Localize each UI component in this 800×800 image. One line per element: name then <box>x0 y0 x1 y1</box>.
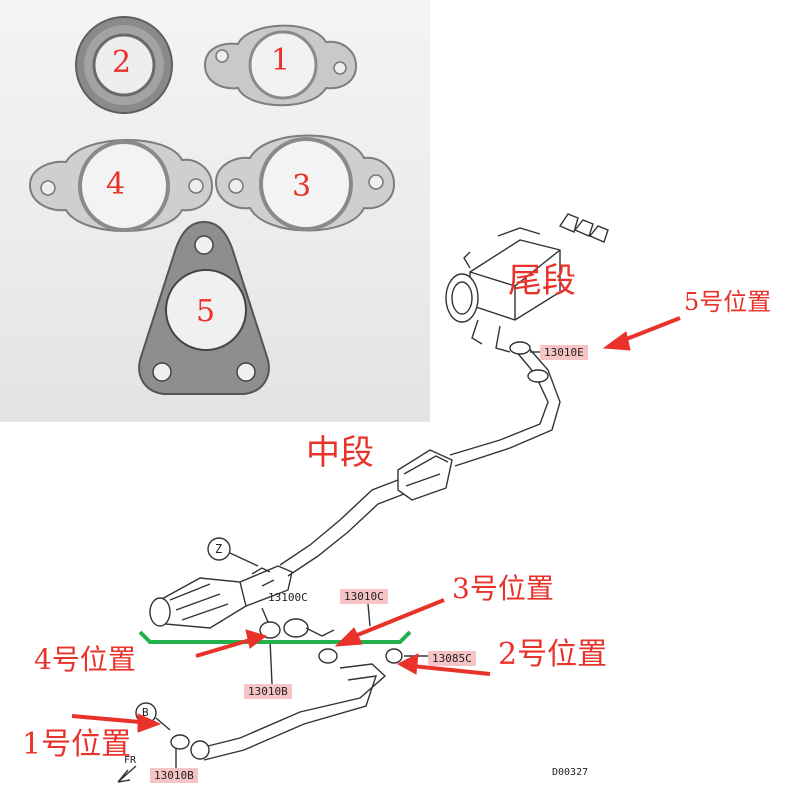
part-number-13100c: 13100C <box>268 591 308 604</box>
section-label-rear: 尾段 <box>508 261 576 301</box>
gasket-5 <box>138 220 270 395</box>
arrow-p1-shaft <box>71 714 141 724</box>
front-joint-link <box>305 627 335 637</box>
arrow-p1-head <box>137 713 162 733</box>
position-label-3: 3号位置 <box>452 572 554 605</box>
gasket-13010b-front-shape <box>170 734 190 750</box>
gasket-4 <box>28 139 214 232</box>
position-label-1: 1号位置 <box>22 727 132 762</box>
part-number-13010b-front: 13010B <box>150 768 198 783</box>
gasket-5-number: 5 <box>196 294 216 329</box>
rear-flange <box>509 341 531 355</box>
front-converter <box>149 565 293 629</box>
position-label-4: 4号位置 <box>34 643 136 676</box>
part-number-13010e: 13010E <box>540 345 588 360</box>
ref-letter-z: Z <box>215 542 223 556</box>
gasket-2-number: 2 <box>112 45 132 80</box>
ref-letter-b: B <box>142 706 149 719</box>
section-label-middle: 中段 <box>306 433 374 473</box>
front-pipe-upper <box>199 663 387 749</box>
gasket-1 <box>203 24 358 107</box>
leader-13010c <box>367 603 371 627</box>
part-number-13010b-mid: 13010B <box>244 684 292 699</box>
gasket-13010b-mid-shape <box>259 621 281 639</box>
exhaust-diagram-lines <box>117 213 609 783</box>
ref-leader-b <box>155 717 171 731</box>
arrow-p4-head <box>245 629 268 649</box>
arrow-p2-head <box>396 653 419 675</box>
middle-pipe-lower <box>287 493 405 577</box>
gasket-3 <box>214 134 396 232</box>
rear-muffler <box>445 213 609 353</box>
diagram-code: D00327 <box>552 767 589 778</box>
gasket-13010c-shape <box>318 648 338 664</box>
arrow-p3-head <box>334 627 363 647</box>
leader-13010b-mid <box>269 639 273 685</box>
gasket-13085c-shape <box>385 648 403 664</box>
red-arrows <box>71 316 681 733</box>
part-number-13085c: 13085C <box>428 651 476 666</box>
position-label-5: 5号位置 <box>684 288 772 316</box>
arrow-p2-shaft <box>411 664 491 676</box>
middle-pipe-upper <box>279 479 399 566</box>
front-direction-label: FR <box>124 755 137 766</box>
arrow-p4-shaft <box>195 638 251 658</box>
arrow-p5-shaft <box>623 316 681 342</box>
leader-13100c <box>261 607 269 623</box>
gasket-photo-panel: 2 1 4 3 5 <box>0 0 430 422</box>
ref-circle-z <box>207 537 231 561</box>
part-number-13010c: 13010C <box>340 589 388 604</box>
gasket-13100c-shape <box>283 618 309 638</box>
rear-pipe-lower <box>454 345 561 467</box>
gasket-2 <box>75 16 173 114</box>
front-flange <box>190 740 210 760</box>
gasket-4-number: 4 <box>106 167 126 202</box>
ref-leader-z <box>229 552 259 567</box>
position-label-2: 2号位置 <box>498 637 608 672</box>
rear-joint-flange <box>527 369 549 383</box>
middle-resonator <box>397 449 453 501</box>
arrow-p5-head <box>602 331 631 351</box>
gasket-3-number: 3 <box>292 169 312 204</box>
arrow-p3-shaft <box>349 598 445 640</box>
position-divider-line <box>138 630 412 644</box>
front-pipe-lower <box>203 675 378 761</box>
gasket-1-number: 1 <box>271 43 291 78</box>
gasket-photo-drawing <box>28 16 396 395</box>
rear-pipe-upper <box>449 349 549 456</box>
front-direction-arrow <box>117 765 137 783</box>
